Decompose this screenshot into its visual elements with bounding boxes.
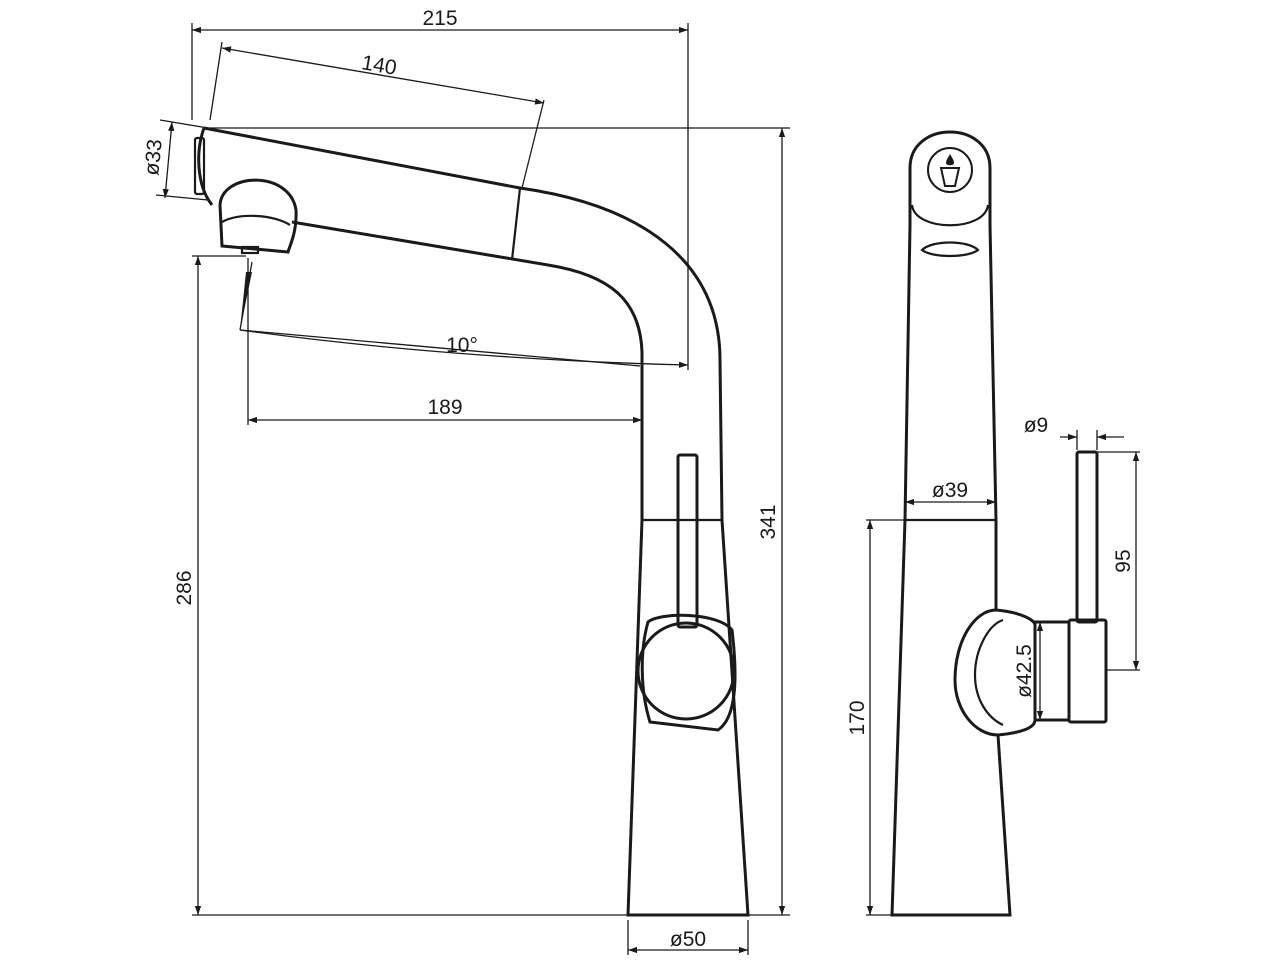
dim-line-33 bbox=[162, 121, 175, 199]
dim-arc-10deg bbox=[239, 329, 689, 368]
aerator bbox=[240, 245, 260, 255]
side-dimension-lines bbox=[866, 433, 1140, 915]
label-body-height: 170 bbox=[846, 700, 869, 735]
arrowhead-icon bbox=[240, 272, 252, 330]
label-angle: 10° bbox=[446, 334, 478, 357]
front-dimension-labels: 215 140 ø33 10° 189 286 341 ø50 bbox=[140, 7, 780, 951]
side-spout-top bbox=[908, 130, 992, 225]
label-lever-height: 95 bbox=[1112, 549, 1135, 572]
side-handle-inner bbox=[973, 618, 1004, 726]
side-dimension-labels: ø9 ø39 95 ø42.5 170 bbox=[846, 414, 1135, 736]
side-lever-rod[interactable] bbox=[1075, 450, 1099, 624]
label-total-height: 341 bbox=[757, 504, 780, 539]
front-handle-disc[interactable] bbox=[636, 621, 736, 721]
spout-pull-joint bbox=[510, 187, 522, 261]
spout-head-end bbox=[197, 127, 214, 206]
side-handle-outer bbox=[953, 608, 999, 737]
front-handle-housing bbox=[640, 613, 737, 732]
dim-line-140 bbox=[221, 46, 545, 105]
side-body-right bbox=[988, 224, 998, 610]
side-extension-lines bbox=[866, 430, 1140, 916]
spray-nozzle bbox=[218, 178, 298, 254]
label-lever-diameter: ø9 bbox=[1024, 414, 1049, 437]
front-extension-lines bbox=[155, 23, 790, 955]
side-handle[interactable] bbox=[953, 450, 1108, 737]
label-spout-length: 140 bbox=[360, 51, 398, 80]
label-body-diameter: ø39 bbox=[932, 479, 968, 502]
label-spout-diameter: ø33 bbox=[140, 138, 167, 176]
nozzle-contour bbox=[221, 214, 291, 226]
label-base-diameter: ø50 bbox=[670, 928, 706, 951]
side-view: ø9 ø39 95 ø42.5 170 bbox=[846, 130, 1140, 917]
front-lever-rod[interactable] bbox=[676, 453, 699, 629]
spout-head bbox=[193, 127, 298, 255]
label-handle-diameter: ø42.5 bbox=[1013, 644, 1036, 698]
side-handle-knob[interactable] bbox=[1067, 618, 1108, 724]
side-faucet-body bbox=[890, 130, 1012, 917]
spray-button-icon[interactable] bbox=[927, 147, 973, 193]
label-total-width: 215 bbox=[422, 7, 457, 30]
label-spout-height: 286 bbox=[173, 570, 196, 605]
front-faucet-body bbox=[203, 126, 750, 917]
label-reach: 189 bbox=[427, 396, 462, 419]
front-dimension-lines bbox=[162, 26, 786, 954]
front-body-outline bbox=[203, 126, 750, 917]
side-aerator bbox=[920, 241, 980, 258]
side-spout-rim bbox=[910, 204, 990, 227]
front-view: 215 140 ø33 10° 189 286 341 ø50 bbox=[140, 7, 790, 955]
spray-face bbox=[193, 136, 206, 196]
front-lever[interactable] bbox=[636, 453, 737, 732]
